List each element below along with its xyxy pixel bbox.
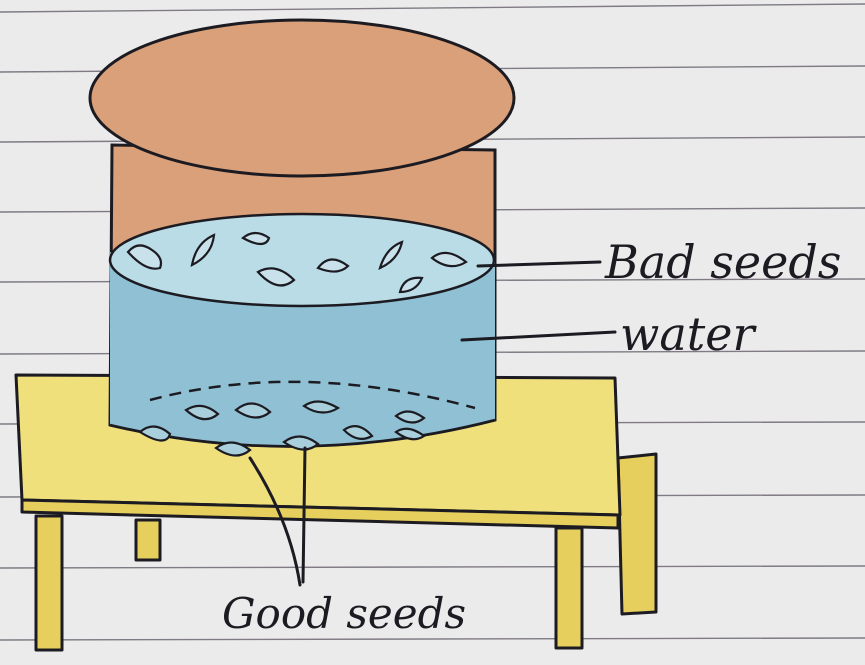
water-label: water	[620, 307, 758, 361]
container	[90, 20, 514, 446]
good-seeds-label: Good seeds	[222, 589, 466, 638]
table-leg-front-right	[556, 528, 582, 648]
bad-seeds-label: Bad seeds	[604, 235, 841, 289]
table-leg-front-left	[36, 516, 62, 650]
good-seeds-pointer-b	[303, 448, 305, 582]
table-leg-back-left	[136, 520, 160, 560]
container-rim	[90, 20, 514, 176]
table-leg-right-side	[618, 454, 656, 614]
